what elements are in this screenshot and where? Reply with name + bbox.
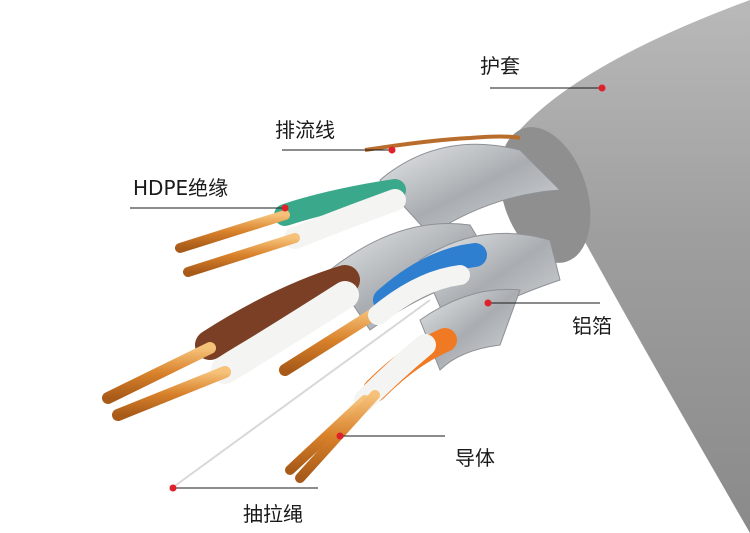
label-insulation: HDPE绝缘: [133, 176, 229, 200]
pair-orange: [285, 328, 457, 483]
marker-conductor: [336, 432, 344, 440]
marker-drain: [388, 146, 396, 154]
label-drain-wire: 排流线: [275, 118, 335, 142]
drain-wire: [364, 134, 521, 152]
pair-brown: [102, 265, 386, 421]
marker-jacket: [598, 84, 606, 92]
pair-blue: [368, 243, 487, 325]
marker-foil: [484, 299, 492, 307]
marker-insulation: [281, 204, 289, 212]
pair-green: [175, 179, 406, 277]
label-jacket: 护套: [480, 54, 520, 78]
rip-cord: [171, 299, 431, 489]
label-foil: 铝箔: [572, 314, 612, 338]
leader-lines: [130, 87, 602, 489]
markers: [169, 84, 606, 492]
marker-ripcord: [169, 484, 177, 492]
label-conductor: 导体: [455, 446, 495, 470]
label-rip-cord: 抽拉绳: [243, 502, 303, 526]
